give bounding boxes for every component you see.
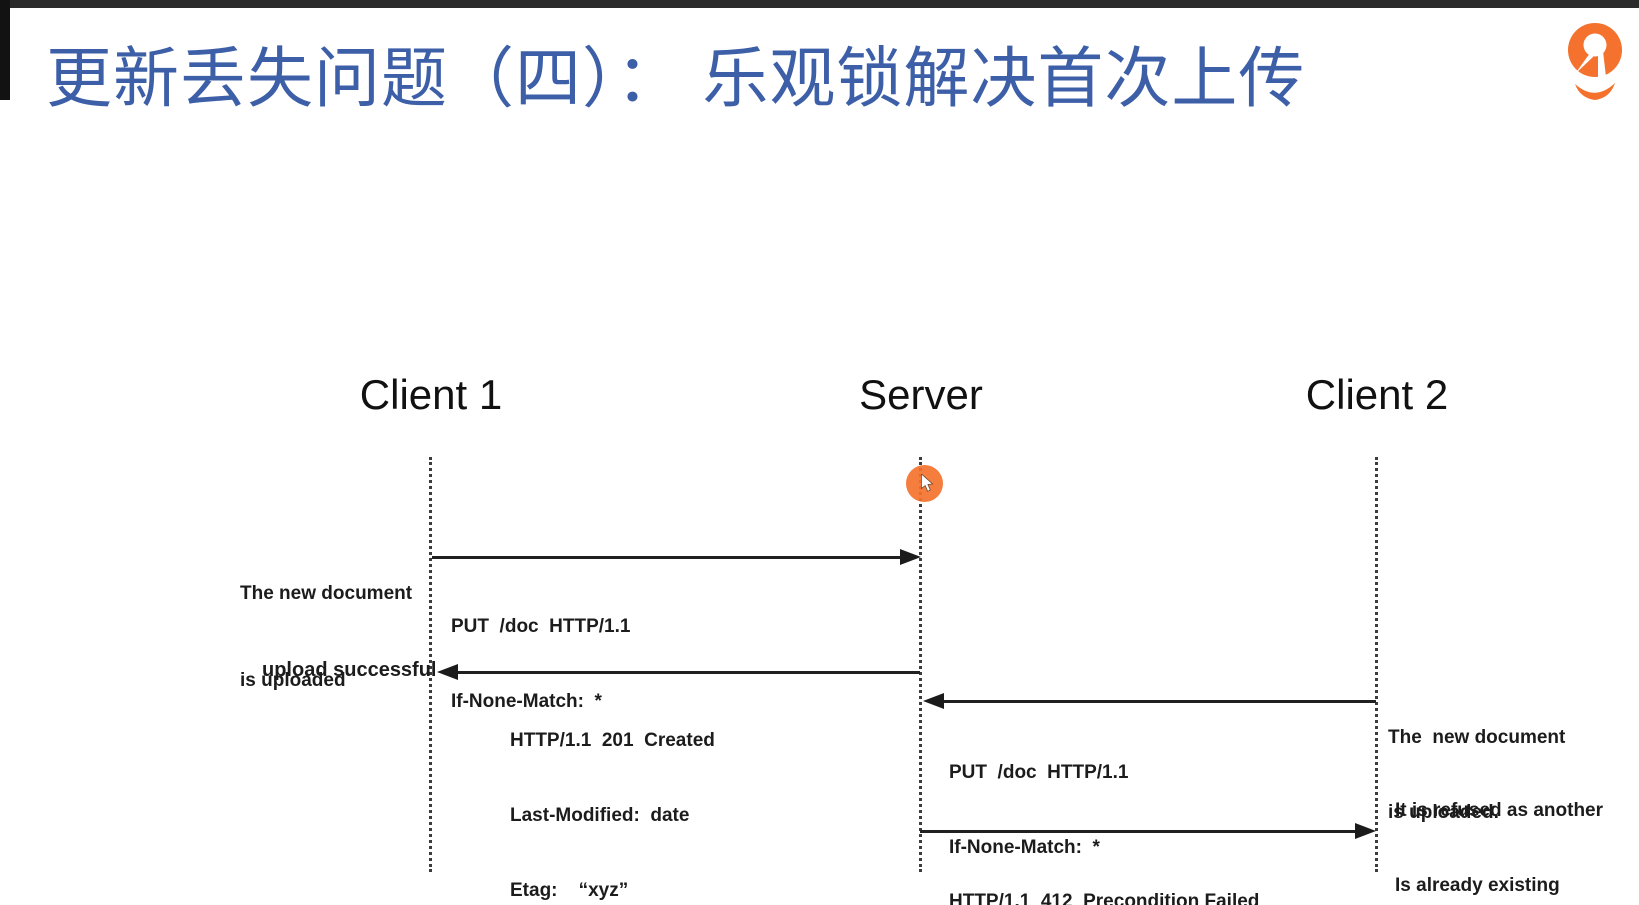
note-client2-refused-line2: Is already existing bbox=[1395, 875, 1560, 896]
message-put2: PUT /doc HTTP/1.1 If-None-Match: * bbox=[949, 710, 1128, 905]
brand-logo-icon bbox=[1568, 23, 1622, 100]
note-upload-successful: upload successful bbox=[262, 659, 437, 681]
actor-label-server: Server bbox=[859, 371, 983, 418]
mouse-pointer-icon bbox=[921, 474, 934, 492]
message-put2-line2: If-None-Match: * bbox=[949, 837, 1100, 858]
letterbox-left-bar bbox=[0, 0, 10, 100]
mouse-highlight bbox=[906, 465, 943, 502]
message-failed: HTTP/1.1 412 Precondition Failed bbox=[949, 839, 1259, 905]
slide-title: 更新丢失问题（四）： 乐观锁解决首次上传 bbox=[46, 41, 1306, 115]
lifeline-client1 bbox=[429, 457, 432, 872]
arrow-put1-head-icon bbox=[900, 549, 921, 565]
message-created-line1: HTTP/1.1 201 Created bbox=[510, 730, 715, 751]
actor-label-client2: Client 2 bbox=[1305, 371, 1449, 418]
message-put1: PUT /doc HTTP/1.1 If-None-Match: * bbox=[451, 564, 630, 764]
message-created: HTTP/1.1 201 Created Last-Modified: date… bbox=[510, 678, 715, 905]
note-client2-upload: The new document is uploaded. bbox=[1388, 675, 1565, 875]
actor-label-client1: Client 1 bbox=[359, 371, 503, 418]
message-put1-line2: If-None-Match: * bbox=[451, 691, 602, 712]
note-client1-upload-line1: The new document bbox=[240, 583, 413, 604]
note-client2-upload-line2: is uploaded. bbox=[1388, 802, 1499, 823]
arrow-put2-line bbox=[944, 700, 1376, 703]
note-client1-upload-line2: is uploaded bbox=[240, 670, 346, 691]
arrow-put2-head-icon bbox=[923, 693, 944, 709]
note-client2-upload-line1: The new document bbox=[1388, 727, 1566, 748]
message-failed-line1: HTTP/1.1 412 Precondition Failed bbox=[949, 891, 1260, 905]
note-client2-refused-line1: It is refused as another bbox=[1395, 800, 1604, 821]
message-created-line2: Last-Modified: date bbox=[510, 805, 690, 826]
letterbox-top-bar bbox=[0, 0, 1639, 8]
message-put2-line1: PUT /doc HTTP/1.1 bbox=[949, 762, 1129, 783]
arrow-created-line bbox=[458, 671, 920, 674]
lifeline-client2 bbox=[1375, 457, 1378, 872]
message-put1-line1: PUT /doc HTTP/1.1 bbox=[451, 616, 631, 637]
note-client1-upload: The new document is uploaded bbox=[240, 521, 412, 753]
note-client2-refused: It is refused as another Is already exis… bbox=[1395, 748, 1603, 905]
arrow-failed-head-icon bbox=[1355, 823, 1376, 839]
arrow-created-head-icon bbox=[437, 664, 458, 680]
brand-logo bbox=[1568, 20, 1626, 104]
lifeline-server bbox=[919, 457, 922, 872]
message-created-line3: Etag: “xyz” bbox=[510, 880, 629, 901]
arrow-put1-line bbox=[432, 556, 900, 559]
arrow-failed-line bbox=[920, 830, 1355, 833]
